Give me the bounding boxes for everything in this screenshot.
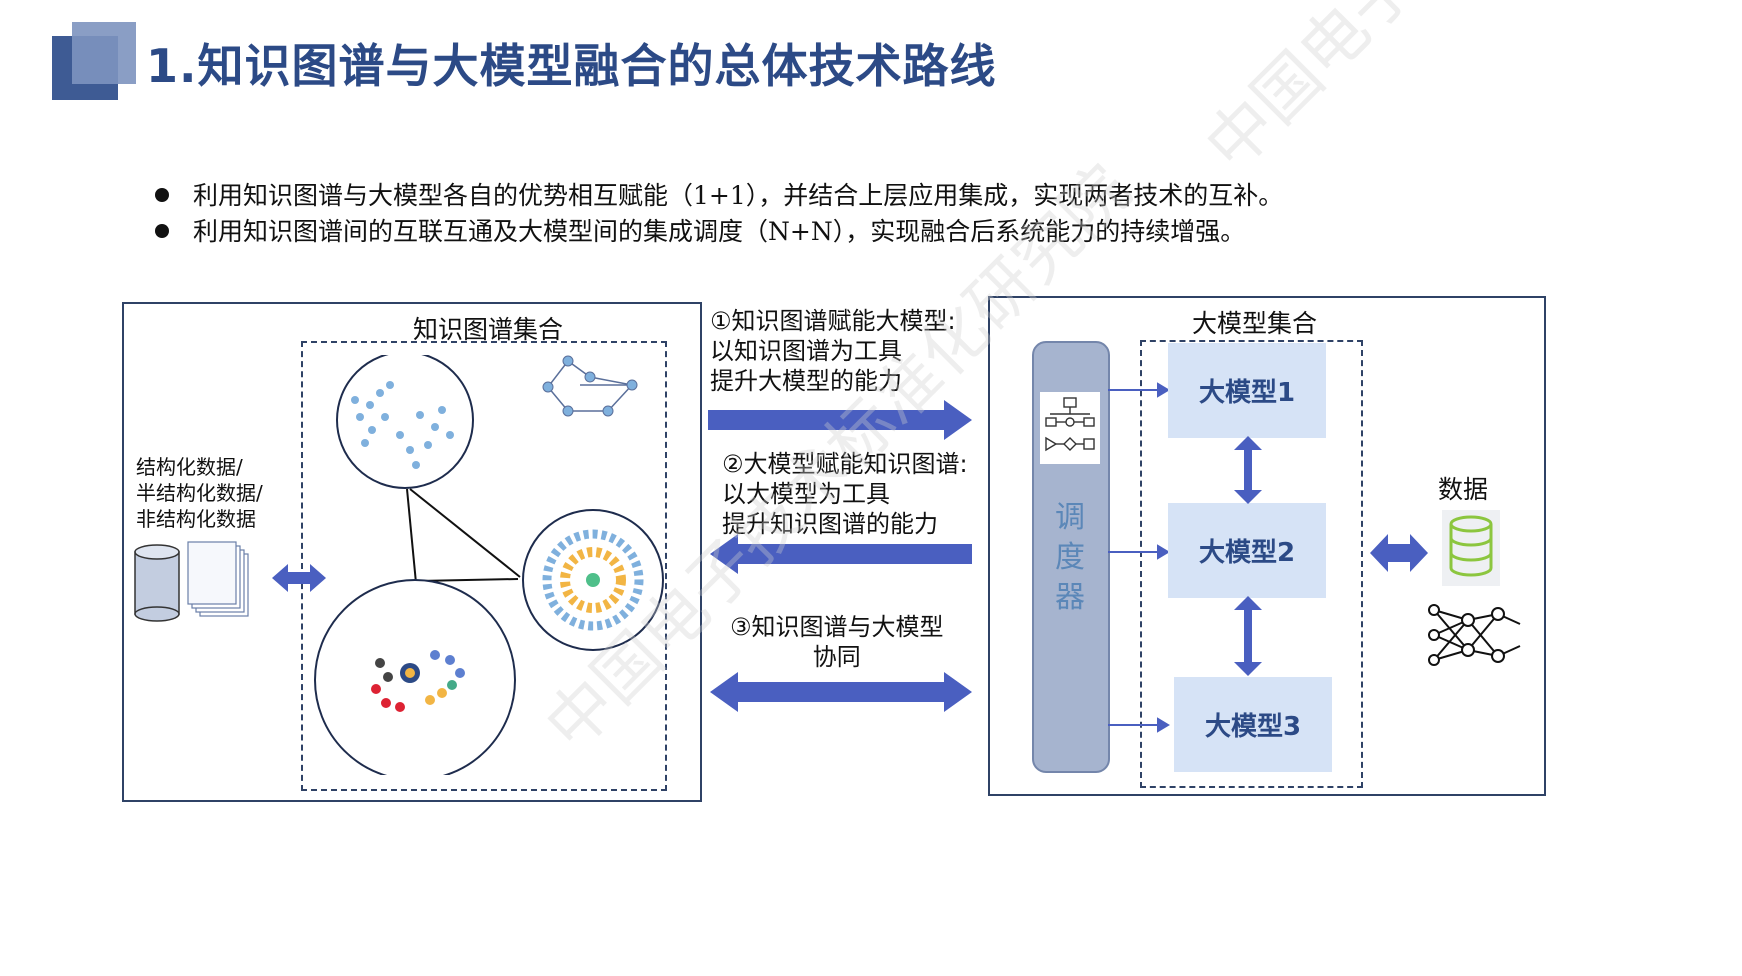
bullet-dot-icon (155, 224, 169, 238)
watermark: 中国电子技术标准化研究院 (1180, 0, 1742, 188)
dispatcher-label: 调 度 器 (1050, 498, 1090, 618)
large-model-set-label: 大模型集合 (1192, 304, 1317, 340)
bidirectional-arrow-icon (708, 670, 976, 714)
knowledge-graph-set-label: 知识图谱集合 (413, 310, 563, 346)
arrow-3-label: ③知识图谱与大模型 协同 (730, 612, 944, 672)
data-source-icons (130, 540, 330, 630)
flowchart-icon (1040, 392, 1100, 464)
small-directed-graph-icon (543, 356, 637, 416)
database-icon (1442, 510, 1500, 586)
data-source-label: 结构化数据/ 半结构化数据/ 非结构化数据 (136, 454, 263, 532)
title-decoration-light (72, 22, 136, 84)
neural-network-icon (1428, 600, 1524, 670)
cylinder-database-icon (135, 545, 179, 621)
large-model-3: 大模型3 (1174, 677, 1332, 772)
data-label: 数据 (1438, 470, 1488, 506)
dispatch-arrows (1106, 380, 1170, 740)
kg-cluster-circle-1 (337, 355, 473, 488)
bullet-dot-icon (155, 188, 169, 202)
large-model-1: 大模型1 (1168, 343, 1326, 438)
model-link-arrows (1230, 436, 1266, 678)
documents-icon (188, 542, 248, 616)
page-title: 1.知识图谱与大模型融合的总体技术路线 (146, 30, 996, 96)
bidirectional-arrow-icon (1368, 530, 1430, 576)
